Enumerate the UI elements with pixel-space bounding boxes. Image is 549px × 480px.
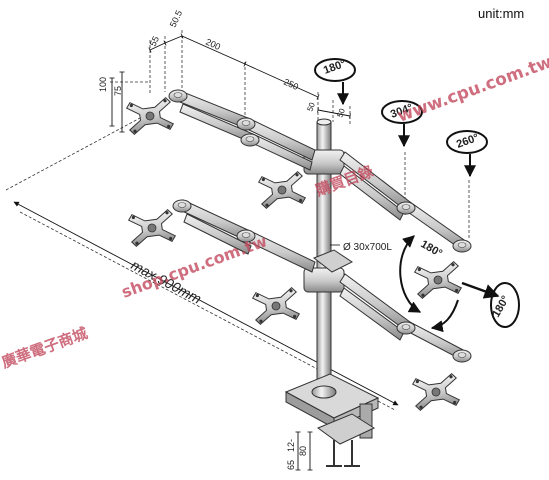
dim-clamp-a: 65 xyxy=(286,460,296,470)
lower-left-arms xyxy=(179,199,316,273)
desk-clamp xyxy=(284,373,380,467)
dimension-lines xyxy=(13,33,399,471)
dim-50-5: 50.5 xyxy=(168,9,184,29)
dim-55: 55 xyxy=(148,35,161,48)
pole-hubs xyxy=(303,149,353,293)
vesa-plate-bottom-middle xyxy=(251,286,301,326)
dim-clamp-b: 12- xyxy=(286,439,296,452)
rotation-180-bottom-label: 180° xyxy=(490,294,512,320)
vesa-plate-bottom-left xyxy=(127,208,177,248)
dim-250: 250 xyxy=(282,77,300,92)
lower-right-arms xyxy=(339,273,468,361)
vesa-plate-top-middle xyxy=(257,170,307,210)
unit-label: unit:mm xyxy=(478,6,525,21)
dim-75: 75 xyxy=(113,86,123,96)
upper-left-arms xyxy=(174,89,316,171)
watermark: www.cpu.com.tw shop.cpu.com.tw 廣華電子商城 購買… xyxy=(0,52,549,372)
rotation-260-label: 260° xyxy=(455,132,480,151)
dim-50-b: 50 xyxy=(335,107,347,119)
vesa-plate-top-right xyxy=(413,260,463,300)
dim-50-a: 50 xyxy=(305,101,317,113)
watermark-url-top: www.cpu.com.tw xyxy=(395,52,549,127)
rotation-180-bottom: 180° xyxy=(430,281,520,333)
rotation-180-top: 180° xyxy=(314,58,356,106)
dim-100: 100 xyxy=(98,77,108,92)
vesa-plate-top-left xyxy=(125,96,175,136)
dim-pole: Ø 30x700L xyxy=(343,242,392,253)
rotation-180-side-label: 180° xyxy=(419,238,445,260)
watermark-store-name: 廣華電子商城 xyxy=(0,324,90,372)
dim-clamp-c: 80 xyxy=(298,446,308,456)
dim-200: 200 xyxy=(204,37,222,52)
rotation-260: 260° xyxy=(446,130,488,178)
vesa-plate-bottom-right xyxy=(411,372,461,412)
